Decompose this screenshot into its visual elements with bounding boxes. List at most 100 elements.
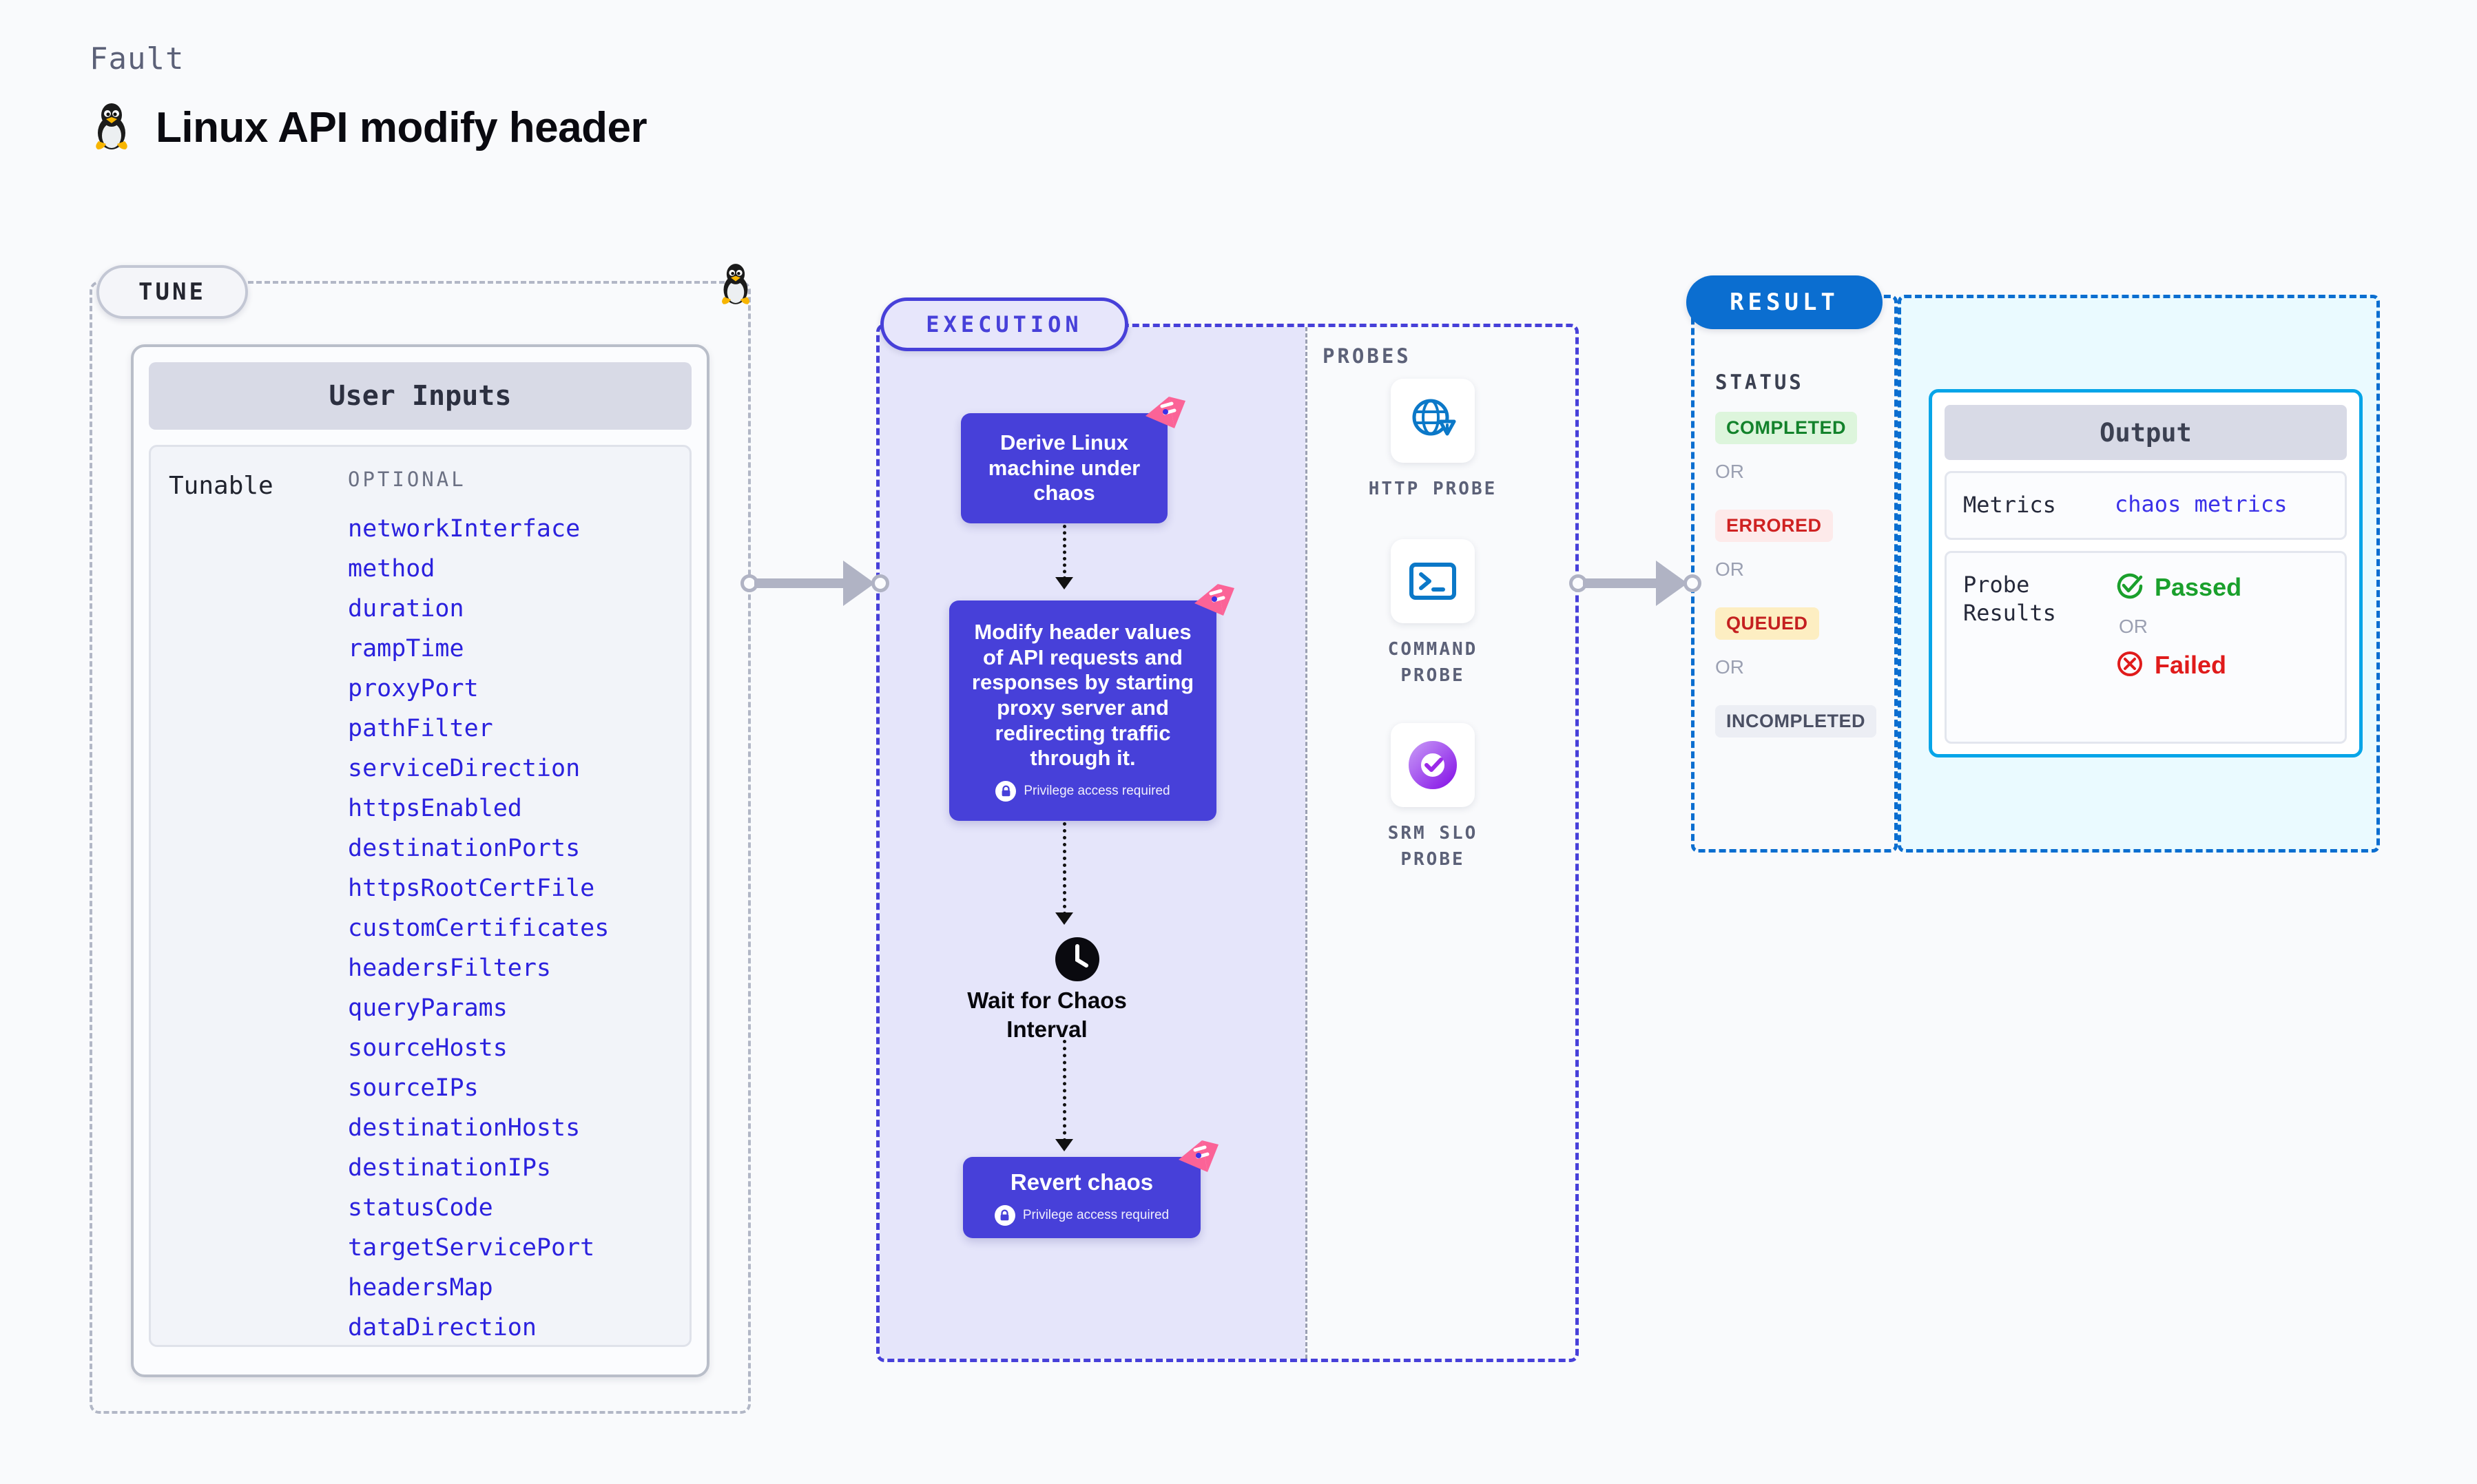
status-title: STATUS (1715, 370, 1804, 394)
status-or-separator: OR (1715, 558, 1744, 580)
probe-http[interactable]: HTTP PROBE (1354, 379, 1512, 503)
execution-node-modify-header[interactable]: Modify header values of API requests and… (949, 584, 1234, 821)
probe-srm-slo[interactable]: SRM SLO PROBE (1354, 723, 1512, 872)
connector-line (754, 578, 851, 588)
probe-label: SRM SLO PROBE (1387, 823, 1478, 870)
tunable-param[interactable]: targetServicePort (348, 1234, 595, 1262)
globe-warning-icon (1391, 379, 1475, 463)
probe-results-key: Probe Results (1963, 571, 2056, 627)
tunable-param[interactable]: queryParams (348, 994, 508, 1022)
chaos-flag-icon (1144, 395, 1187, 439)
tunable-param[interactable]: sourceHosts (348, 1034, 508, 1062)
tunable-param[interactable]: sourceIPs (348, 1074, 479, 1102)
tunable-param[interactable]: duration (348, 595, 464, 623)
tunable-param[interactable]: rampTime (348, 635, 464, 662)
flow-arrowhead (1055, 577, 1073, 589)
node-title: Derive Linux machine under chaos (988, 430, 1141, 505)
tunable-param[interactable]: serviceDirection (348, 755, 581, 782)
terminal-icon (1391, 539, 1475, 623)
flow-connector (1063, 1040, 1066, 1142)
output-header: Output (1945, 405, 2347, 460)
connector-arrow (1656, 561, 1688, 606)
metrics-value[interactable]: chaos metrics (2115, 491, 2288, 517)
tunable-param[interactable]: httpsRootCertFile (348, 875, 595, 902)
status-or-separator: OR (1715, 656, 1744, 678)
tunable-param[interactable]: networkInterface (348, 515, 581, 543)
flow-connector (1063, 822, 1066, 915)
execution-section-boundary (876, 324, 1579, 1362)
user-inputs-card: User Inputs Tunable OPTIONAL networkInte… (131, 344, 709, 1377)
tunable-param[interactable]: dataDirection (348, 1314, 537, 1341)
clock-icon (1055, 937, 1100, 985)
privilege-required-badge: Privilege access required (995, 780, 1170, 802)
eyebrow-label: Fault (90, 41, 185, 76)
status-badge: COMPLETED (1715, 412, 1858, 444)
x-circle-icon (2115, 649, 2145, 682)
status-badge: QUEUED (1715, 607, 1819, 640)
tunable-param[interactable]: destinationIPs (348, 1154, 552, 1182)
connector-dot (1683, 574, 1701, 592)
privilege-required-badge: Privilege access required (994, 1205, 1170, 1226)
tunable-param[interactable]: statusCode (348, 1194, 493, 1222)
tunable-label: Tunable (169, 472, 273, 500)
tunable-param[interactable]: pathFilter (348, 715, 493, 742)
check-circle-icon (2115, 571, 2145, 605)
status-or-separator: OR (1715, 461, 1744, 482)
tunable-param[interactable]: destinationPorts (348, 835, 581, 862)
probes-title: PROBES (1323, 344, 1411, 368)
tunable-param[interactable]: destinationHosts (348, 1114, 581, 1142)
tune-pill[interactable]: TUNE (96, 265, 248, 319)
flow-arrowhead (1055, 912, 1073, 925)
probe-command[interactable]: COMMAND PROBE (1354, 539, 1512, 689)
page-header: Fault Linux API modify header (90, 41, 647, 154)
metrics-key: Metrics (1963, 492, 2056, 518)
probes-divider (1305, 327, 1307, 1359)
title-row: Linux API modify header (90, 101, 647, 154)
wait-for-chaos-interval-label: Wait for Chaos Interval (967, 987, 1127, 1042)
probe-results-row: Probe Results Passed OR (1945, 550, 2347, 744)
linux-penguin-icon (90, 101, 134, 154)
execution-node-derive[interactable]: Derive Linux machine under chaos (961, 397, 1185, 523)
privilege-text: Privilege access required (1024, 783, 1170, 798)
probe-result-passed: Passed (2115, 571, 2241, 605)
metrics-row: Metrics chaos metrics (1945, 471, 2347, 540)
node-title: Modify header values of API requests and… (971, 620, 1194, 771)
failed-label: Failed (2155, 651, 2227, 680)
execution-pill[interactable]: EXECUTION (880, 297, 1128, 351)
tune-section-boundary (90, 281, 751, 1414)
tunable-param[interactable]: httpsEnabled (348, 795, 522, 822)
flow-arrowhead (1055, 1139, 1073, 1151)
tunable-param[interactable]: customCertificates (348, 915, 610, 942)
tunable-param-list: networkInterface method duration rampTime pr… (348, 509, 672, 1345)
probe-result-failed: Failed (2115, 649, 2241, 682)
status-badge: INCOMPLETED (1715, 705, 1877, 738)
chaos-flag-icon (1193, 583, 1236, 626)
page-title: Linux API modify header (156, 104, 647, 151)
flow-connector (1063, 525, 1066, 580)
lock-icon (994, 1205, 1015, 1226)
tunable-param[interactable]: method (348, 555, 435, 583)
optional-label: OPTIONAL (348, 468, 466, 491)
tunable-param[interactable]: headersMap (348, 1274, 493, 1302)
passed-label: Passed (2155, 573, 2242, 602)
connector-line (1583, 578, 1666, 588)
connector-dot (871, 574, 889, 592)
tunable-params-box: Tunable OPTIONAL networkInterface method d… (149, 445, 692, 1347)
privilege-text: Privilege access required (1022, 1208, 1170, 1223)
linux-penguin-marker-icon (716, 262, 755, 309)
user-inputs-header: User Inputs (149, 362, 692, 430)
tunable-param[interactable]: proxyPort (348, 675, 479, 702)
probe-label: COMMAND PROBE (1387, 639, 1478, 686)
probe-result-or: OR (2119, 615, 2148, 637)
result-pill[interactable]: RESULT (1686, 275, 1883, 329)
status-badge: ERRORED (1715, 510, 1833, 542)
connector-arrow (843, 561, 875, 606)
donut-check-icon (1391, 723, 1475, 807)
node-title: Revert chaos (1010, 1169, 1154, 1195)
lock-icon (995, 780, 1017, 802)
execution-node-revert-chaos[interactable]: Revert chaos Privilege access required (963, 1140, 1219, 1238)
tunable-param[interactable]: headersFilters (348, 954, 552, 982)
probe-label: HTTP PROBE (1368, 479, 1497, 499)
chaos-flag-icon (1177, 1139, 1220, 1182)
output-card: Output Metrics chaos metrics Probe Resul… (1929, 389, 2363, 757)
